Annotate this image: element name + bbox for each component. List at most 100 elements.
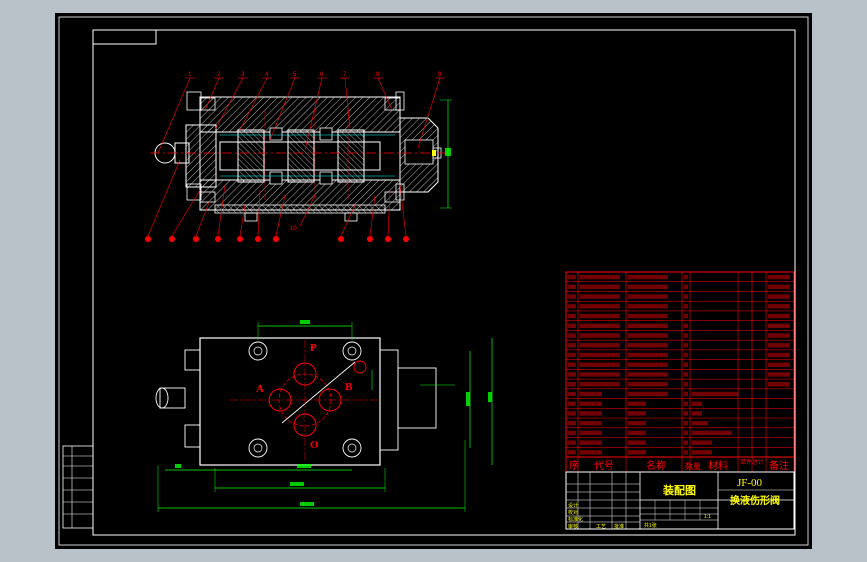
bom-cell-code (580, 382, 620, 387)
bom-cell-index (568, 313, 576, 319)
sheet-background (55, 13, 812, 549)
corner-code-box (92, 29, 157, 45)
port-label-o: O (310, 439, 319, 451)
bom-cell-remark (768, 304, 790, 309)
bom-cell-material (692, 420, 708, 426)
bom-cell-qty (684, 323, 688, 328)
bom-cell-remark (768, 274, 790, 280)
outer-frame (58, 16, 809, 546)
bom-cell-qty (684, 372, 688, 377)
port-label-b: B (345, 381, 353, 393)
body-top-wall (199, 96, 401, 133)
bom-cell-name (628, 440, 646, 445)
section-view (150, 91, 452, 222)
bom-cell-index (568, 284, 576, 290)
bom-cell-index (568, 323, 576, 328)
bom-cell-remark (768, 333, 790, 338)
leader-line-bottom (239, 204, 246, 237)
bom-cell-material (692, 391, 738, 397)
balloon-dot (215, 236, 221, 242)
header-qty: 数量 (685, 461, 701, 471)
leader-line-top (157, 77, 191, 154)
bom-cell-index (568, 420, 576, 426)
bom-cell-remark (768, 284, 790, 290)
bom-cell-name (628, 450, 646, 455)
inner-frame (92, 29, 796, 536)
leader-line-bottom (257, 189, 261, 237)
balloon-dot (338, 236, 344, 242)
bom-cell-name (628, 382, 668, 387)
balloon-dot (367, 236, 373, 242)
balloon-dot (273, 236, 279, 242)
bom-cell-code (580, 450, 602, 455)
leader-line-bottom (399, 184, 407, 237)
balloon-label-bottom: 10 (290, 226, 297, 232)
bom-cell-qty (684, 284, 688, 290)
bom-cell-code (580, 323, 620, 328)
mounting-holes (248, 341, 362, 458)
header-code: 代号 (594, 460, 614, 472)
bom-cell-qty (684, 352, 688, 358)
drawing-number: JF-00 (737, 477, 763, 489)
bom-cell-remark (768, 343, 790, 348)
balloon-label-top: 5 (293, 72, 297, 78)
bom-cell-index (568, 440, 576, 445)
bom-cell-index (568, 391, 576, 397)
balloon-dot (193, 236, 199, 242)
leader-line-top (239, 77, 268, 131)
bom-cell-index (568, 294, 576, 299)
bom-cell-code (580, 284, 620, 290)
bom-cell-index (568, 304, 576, 309)
bom-cell-name (628, 411, 646, 416)
bom-cell-code (580, 274, 620, 280)
bom-cell-code (580, 430, 602, 436)
bom-cell-qty (684, 420, 688, 426)
bom-cell-remark (768, 294, 790, 299)
bom-cell-name (628, 401, 646, 406)
bom-cell-remark (768, 313, 790, 319)
bom-cell-code (580, 391, 602, 397)
leader-line-top (204, 77, 220, 111)
bom-cell-qty (684, 274, 688, 280)
bom-cell-index (568, 382, 576, 387)
bom-cell-code (580, 304, 620, 309)
bom-cell-index (568, 372, 576, 377)
bom-cell-name (628, 420, 646, 426)
bom-cell-index (568, 411, 576, 416)
header-name: 名称 (646, 459, 666, 472)
leader-line-bottom (147, 159, 181, 237)
bom-cell-index (568, 430, 576, 436)
balloons-bottom: 10 (145, 159, 409, 242)
leader-line-bottom (275, 194, 286, 237)
spool-land-3 (337, 129, 365, 183)
bom-cell-name (628, 313, 668, 319)
balloon-dot (169, 236, 175, 242)
parts-list-header: 序 代号 名称 数量 材料 单件 总计 备注 (565, 456, 795, 473)
leader-line-top (344, 77, 351, 129)
bom-cell-qty (684, 391, 688, 397)
bom-cell-code (580, 420, 602, 426)
bom-cell-qty (684, 382, 688, 387)
leader-line-bottom (340, 204, 356, 237)
bom-cell-name (628, 362, 668, 367)
bom-cell-qty (684, 333, 688, 338)
spool-land-2 (287, 129, 315, 183)
bom-cell-material (692, 430, 732, 436)
bom-cell-name (628, 352, 668, 358)
bom-cell-name (628, 294, 668, 299)
bom-cell-index (568, 343, 576, 348)
parts-list (565, 271, 795, 472)
bom-cell-code (580, 440, 602, 445)
rev-label-process: 工艺 (596, 524, 606, 530)
balloon-label-top: 7 (343, 72, 347, 78)
bom-cell-name (628, 323, 668, 328)
balloon-dot (237, 236, 243, 242)
bom-cell-index (568, 401, 576, 406)
balloon-dot (255, 236, 261, 242)
leader-line-top (377, 77, 393, 111)
bom-cell-qty (684, 450, 688, 455)
rev-label-check: 校对 (568, 509, 578, 516)
rev-label-approve: 批准 (614, 523, 624, 530)
bom-cell-name (628, 333, 668, 338)
